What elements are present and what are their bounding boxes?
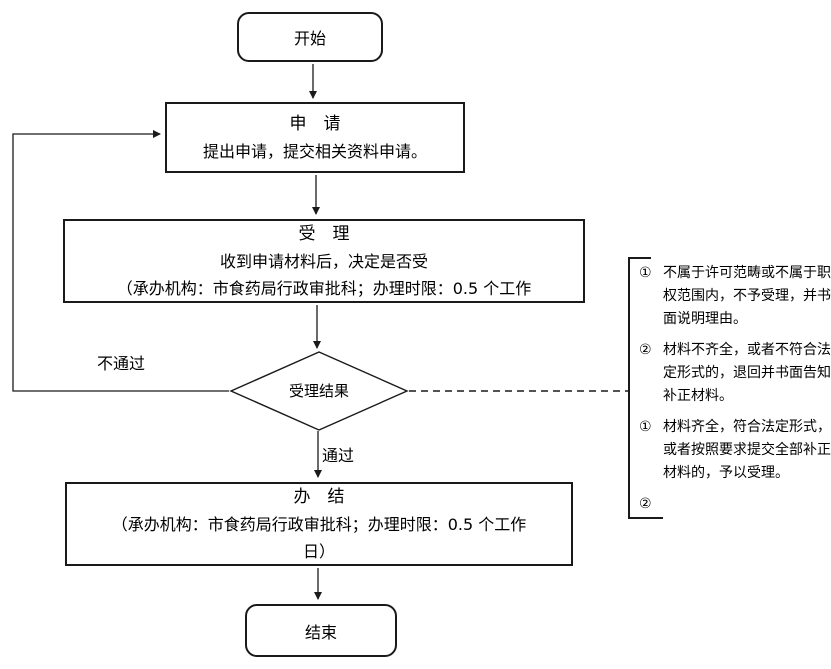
- notes-bracket: [628, 257, 663, 519]
- node-end-label: 结束: [304, 622, 337, 642]
- decision-diamond: [229, 351, 409, 431]
- notes-panel: ① 不属于许可范畴或不属于职权范围内，不予受理，并书面说明理由。 ② 材料不齐全…: [639, 262, 831, 524]
- decision-label: 受理结果: [288, 382, 349, 400]
- node-start: 开始: [237, 12, 383, 62]
- note-number: ①: [639, 265, 652, 281]
- note-number: ②: [639, 342, 652, 358]
- node-review-line2: （承办机构：市食药局行政审批科；办理时限：0.5 个工作: [116, 278, 532, 298]
- node-complete-line2: 日）: [302, 541, 335, 561]
- note-item: ②: [639, 493, 831, 516]
- note-item: ① 不属于许可范畴或不属于职权范围内，不予受理，并书面说明理由。: [639, 262, 831, 331]
- node-complete: 办 结 （承办机构：市食药局行政审批科；办理时限：0.5 个工作 日）: [65, 482, 573, 566]
- node-start-label: 开始: [293, 29, 326, 48]
- node-review-title: 受 理: [298, 223, 350, 244]
- node-complete-line1: （承办机构：市食药局行政审批科；办理时限：0.5 个工作: [111, 514, 527, 534]
- note-text: 材料齐全，符合法定形式，或者按照要求提交全部补正材料的，予以受理。: [663, 419, 831, 481]
- node-apply-title: 申 请: [289, 113, 341, 134]
- node-review-line1: 收到申请材料后，决定是否受: [219, 251, 428, 271]
- node-review: 受 理 收到申请材料后，决定是否受 （承办机构：市食药局行政审批科；办理时限：0…: [63, 219, 585, 303]
- node-apply-body: 提出申请，提交相关资料申请。: [202, 141, 427, 161]
- edge-label-reject: 不通过: [97, 354, 146, 373]
- note-number: ①: [639, 419, 652, 435]
- node-apply: 申 请 提出申请，提交相关资料申请。: [165, 102, 465, 173]
- note-text: 不属于许可范畴或不属于职权范围内，不予受理，并书面说明理由。: [663, 265, 831, 327]
- node-complete-title: 办 结: [293, 486, 345, 507]
- arrow-reject-loop: [12, 130, 229, 392]
- node-end: 结束: [245, 604, 397, 657]
- note-number: ②: [639, 496, 652, 512]
- note-text: 材料不齐全，或者不符合法定形式的，退回并书面告知补正材料。: [663, 342, 831, 404]
- note-item: ② 材料不齐全，或者不符合法定形式的，退回并书面告知补正材料。: [639, 339, 831, 408]
- note-item: ① 材料齐全，符合法定形式，或者按照要求提交全部补正材料的，予以受理。: [639, 416, 831, 485]
- edge-label-pass: 通过: [322, 446, 355, 465]
